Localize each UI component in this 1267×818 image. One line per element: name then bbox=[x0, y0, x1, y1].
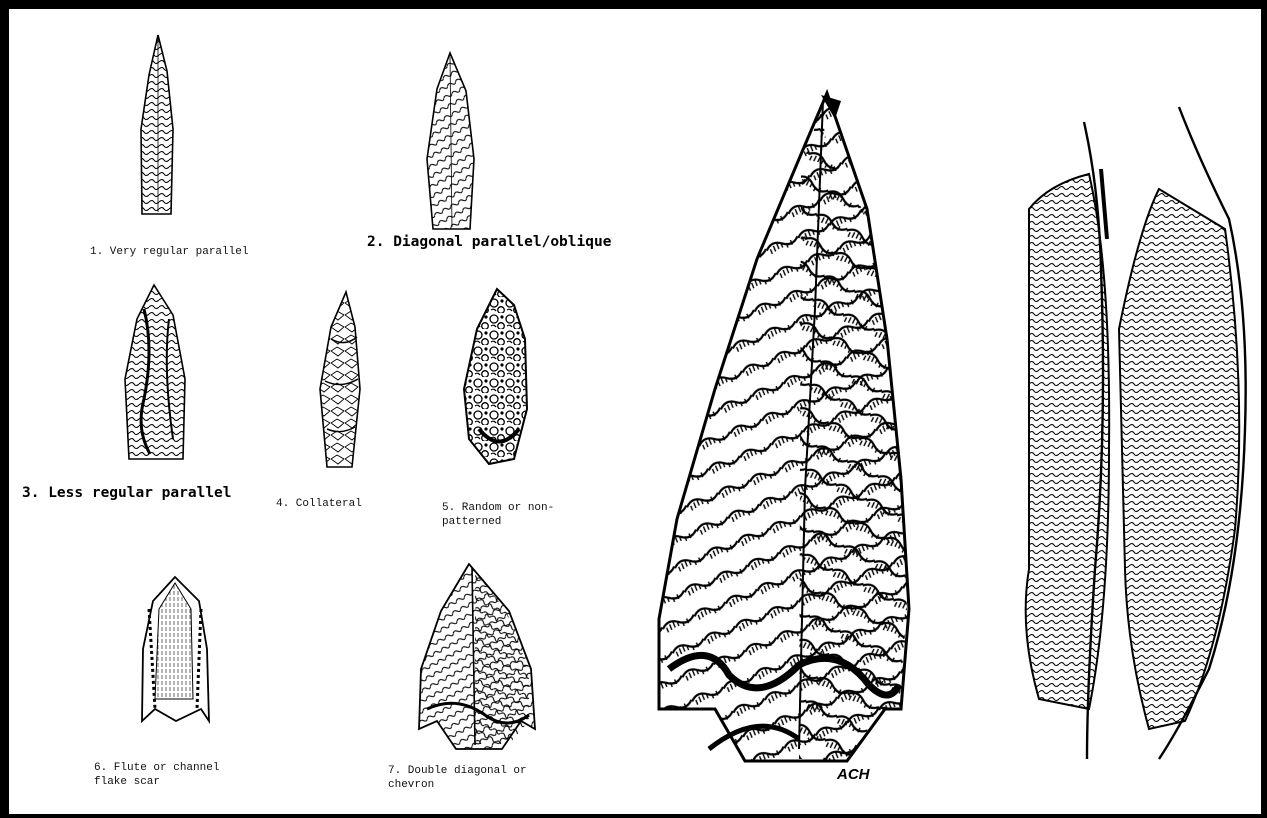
label-6: 6. Flute or channel flake scar bbox=[94, 761, 219, 789]
point-7-chevron bbox=[419, 564, 535, 749]
point-6-flute bbox=[142, 577, 209, 721]
edge-profile-left bbox=[1026, 122, 1109, 759]
large-point-illustration bbox=[659, 93, 909, 761]
label-4: 4. Collateral bbox=[276, 497, 362, 511]
point-2-diagonal-parallel bbox=[427, 53, 474, 229]
point-3-less-regular-parallel bbox=[125, 285, 185, 459]
label-2: 2. Diagonal parallel/oblique bbox=[367, 235, 611, 249]
illustrations-layer: ACH bbox=[9, 9, 1261, 814]
label-1: 1. Very regular parallel bbox=[90, 245, 248, 259]
point-5-random bbox=[464, 289, 527, 464]
edge-profile-right bbox=[1119, 107, 1246, 759]
label-5: 5. Random or non- patterned bbox=[442, 501, 554, 529]
label-3: 3. Less regular parallel bbox=[22, 486, 232, 500]
point-4-collateral bbox=[320, 292, 360, 467]
illustrator-signature: ACH bbox=[836, 766, 871, 783]
label-7: 7. Double diagonal or chevron bbox=[388, 764, 527, 792]
point-1-very-regular-parallel bbox=[141, 35, 173, 214]
